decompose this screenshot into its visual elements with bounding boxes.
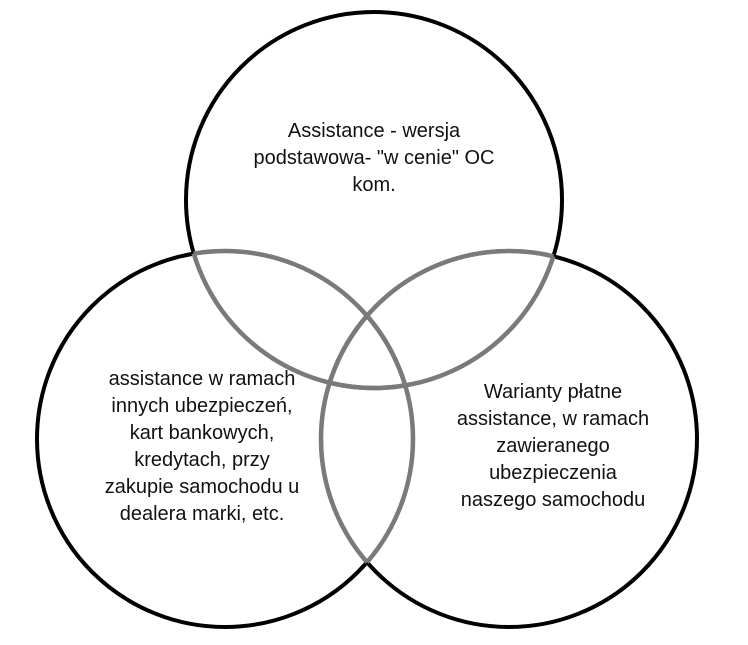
right-circle-arc-in-top — [318, 248, 562, 388]
left-set-label: assistance w ramach innych ubezpieczeń, … — [52, 366, 352, 528]
left-circle-arc-in-top — [186, 248, 416, 388]
right-set-label-line: assistance, w ramach — [456, 408, 650, 430]
top-set-label-line: Assistance - wersja — [287, 120, 461, 142]
top-set-label-line: podstawowa- "w cenie" OC — [253, 147, 495, 169]
top-set-label: Assistance - wersja podstawowa- "w cenie… — [214, 118, 534, 199]
top-set-label-line: kom. — [352, 174, 396, 196]
left-set-label-line: kart bankowych, — [129, 422, 275, 444]
right-set-label-line: ubezpieczenia — [489, 462, 617, 484]
left-set-label-line: kredytach, przy — [134, 449, 270, 471]
left-set-label-line: zakupie samochodu u — [104, 476, 300, 498]
right-set-label: Warianty płatne assistance, w ramach zaw… — [418, 379, 688, 514]
left-set-label-line: assistance w ramach — [108, 368, 296, 390]
right-set-label-line: zawieranego — [496, 435, 610, 457]
right-set-label-line: Warianty płatne — [483, 381, 623, 403]
top-circle-arc-in-right — [321, 251, 565, 391]
left-set-label-line: dealera marki, etc. — [119, 503, 285, 525]
right-circle-arc-in-left — [318, 251, 413, 627]
left-circle-arc-in-right — [321, 251, 416, 627]
left-set-label-line: innych ubezpieczeń, — [111, 395, 293, 417]
right-set-label-line: naszego samochodu — [460, 489, 646, 511]
